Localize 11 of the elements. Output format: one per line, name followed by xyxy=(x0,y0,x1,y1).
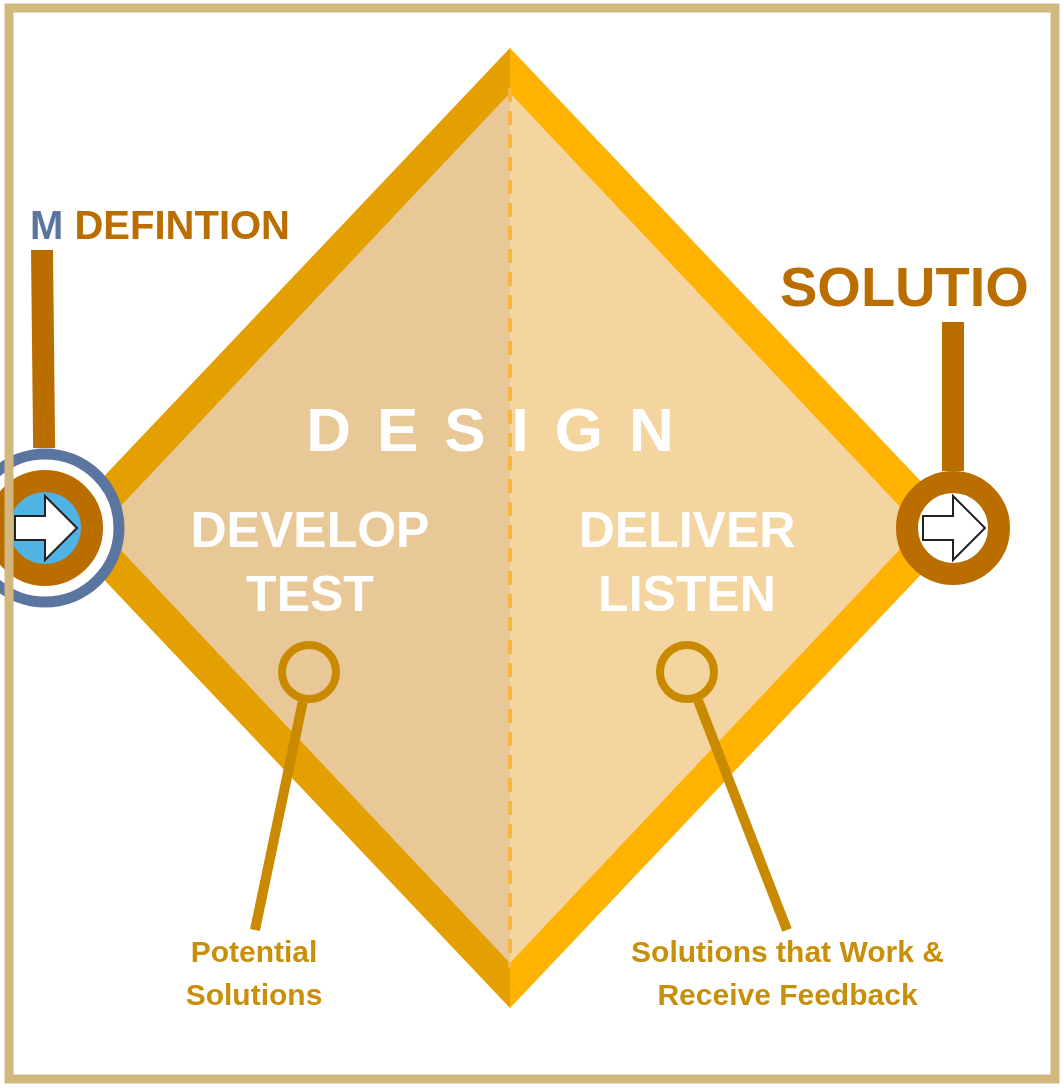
leader-line xyxy=(31,249,56,449)
phase-label: DELIVER LISTEN xyxy=(577,501,797,624)
phase-label: DEVELOP TEST xyxy=(189,501,431,624)
leader-line xyxy=(250,701,308,932)
callout-text: M DEFINTION xyxy=(29,202,290,249)
leader-line xyxy=(693,699,792,932)
leader-line xyxy=(942,322,964,471)
callout-text: SOLUTIO xyxy=(780,262,1030,312)
callout-text: Solutions that Work & Receive Feedback xyxy=(630,934,945,1013)
callout-text: Potential Solutions xyxy=(184,934,324,1013)
heading-label: DESIGN xyxy=(305,394,700,466)
